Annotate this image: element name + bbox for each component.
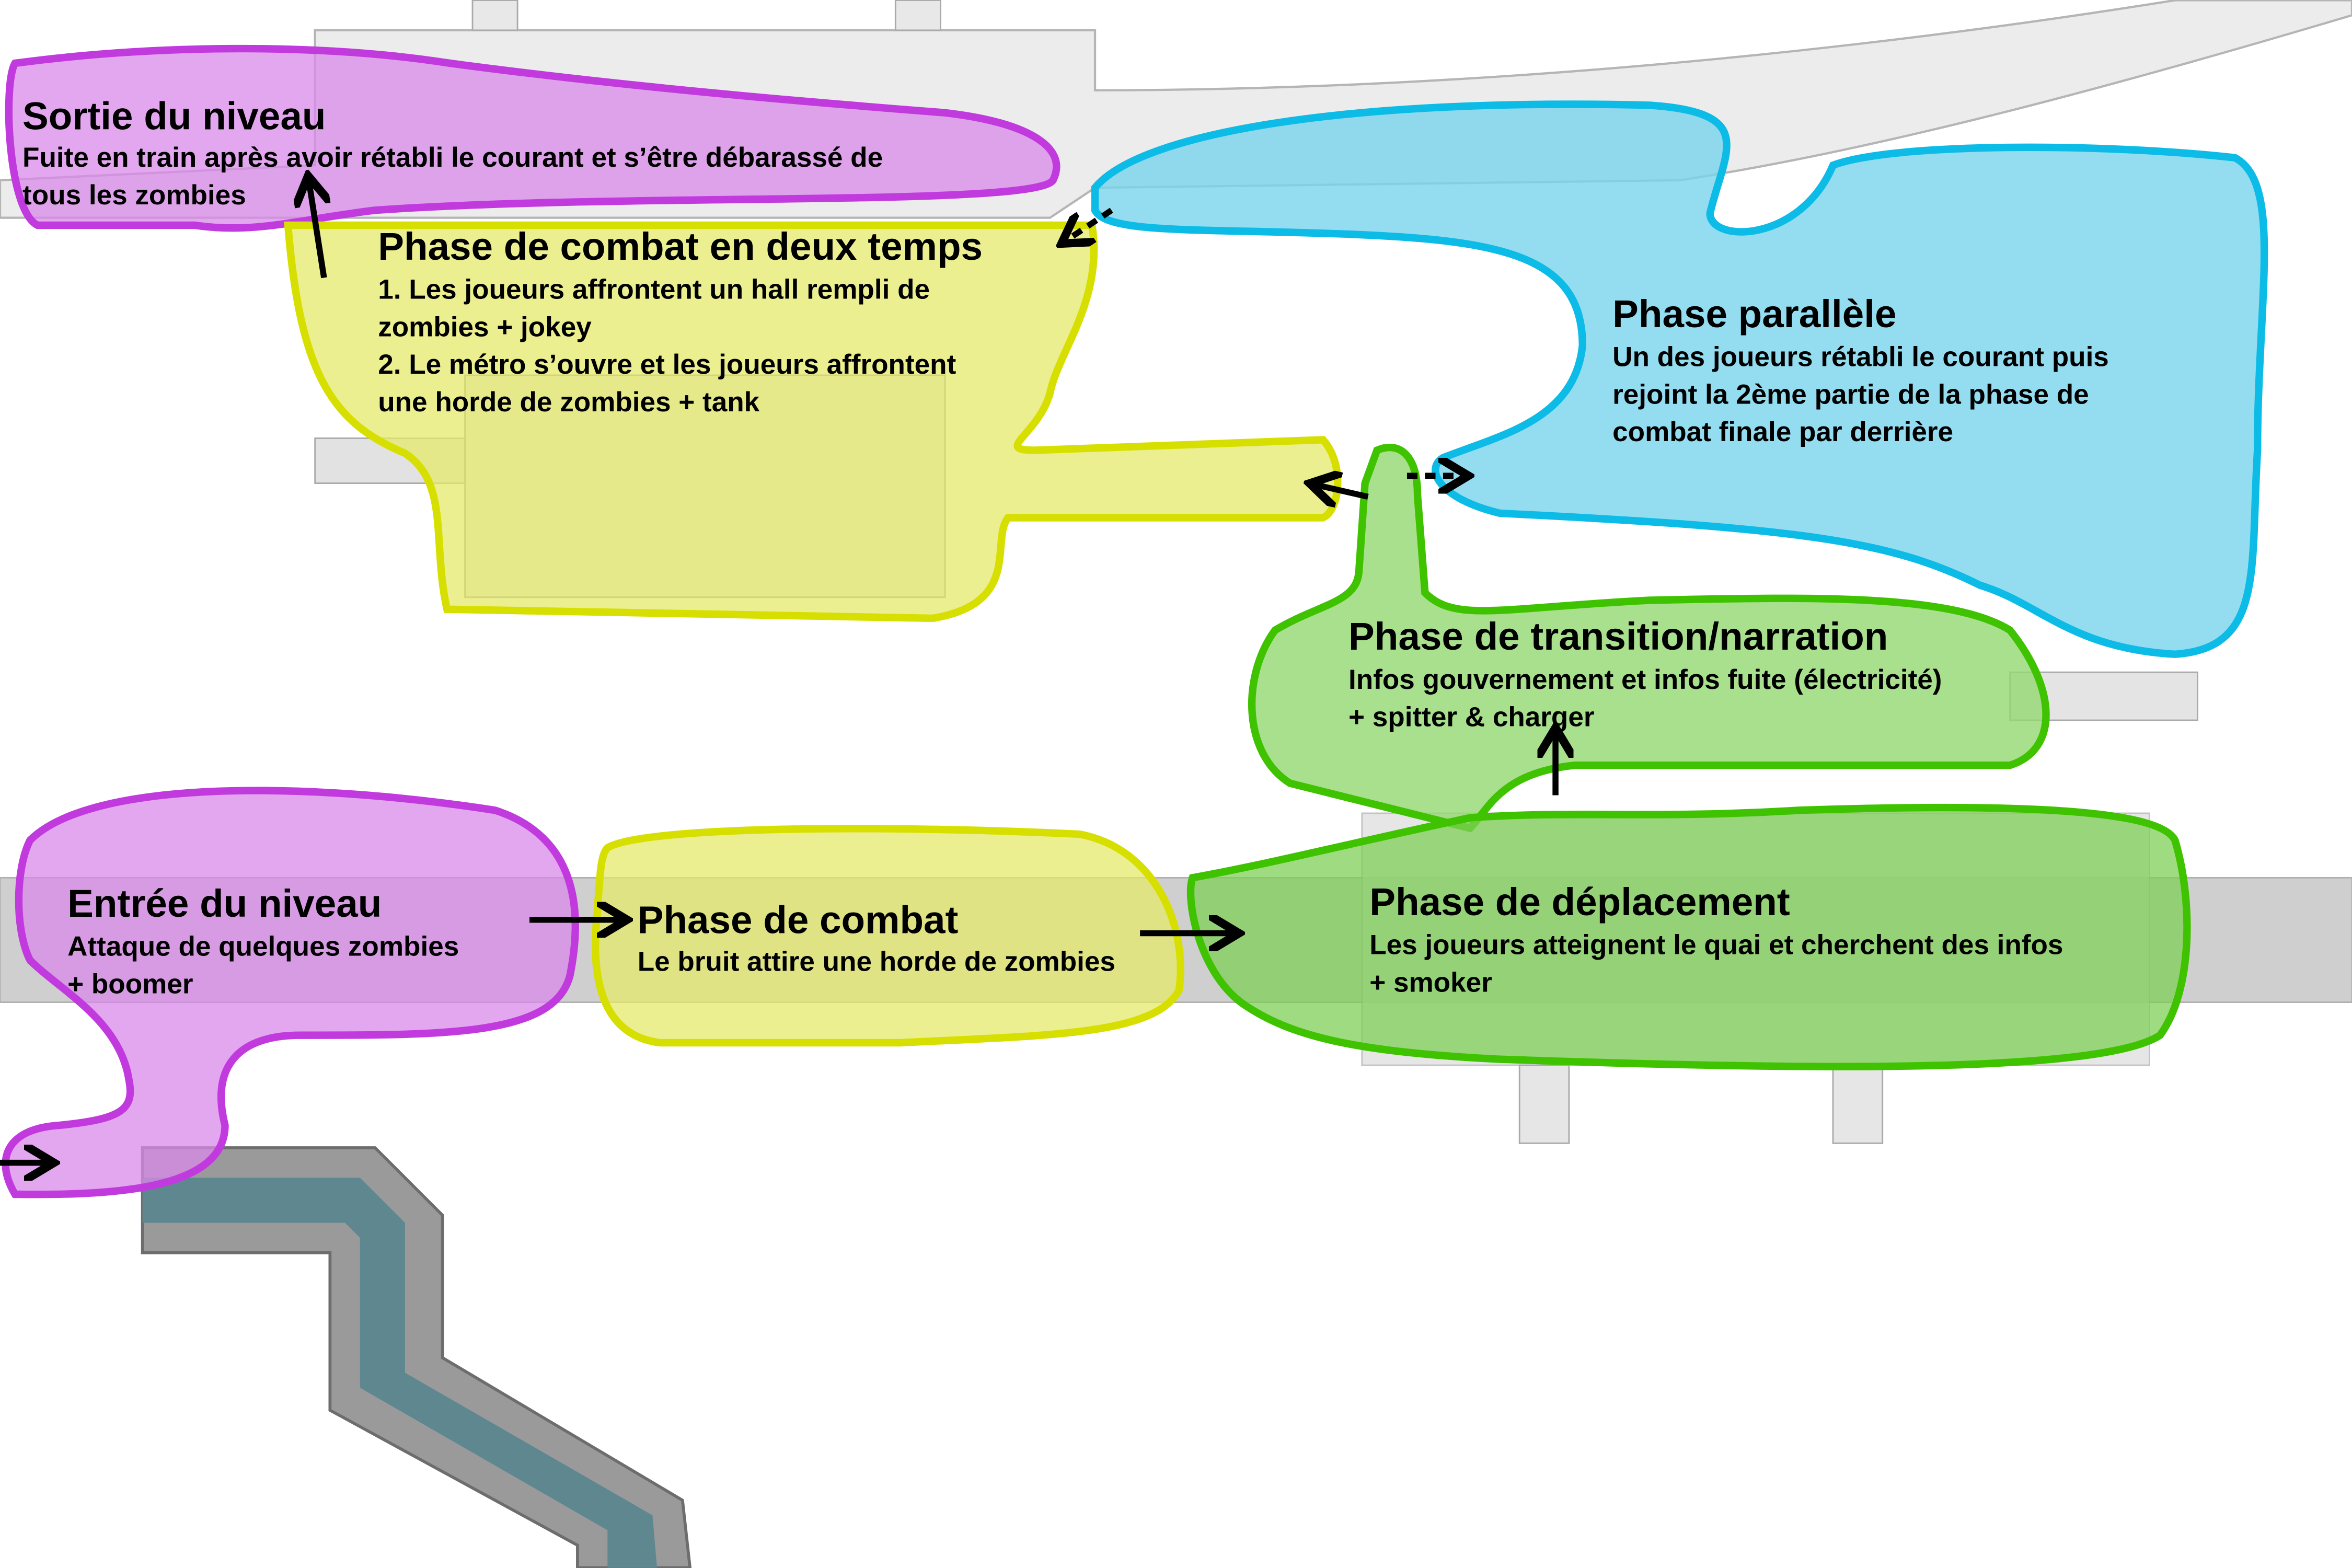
zone-desc-line: Attaque de quelques zombies: [67, 931, 459, 962]
stairs-bottom-1: [1518, 1064, 1570, 1144]
zone-desc-line: une horde de zombies + tank: [378, 387, 759, 418]
zone-desc-line: 1. Les joueurs affrontent un hall rempli…: [378, 274, 930, 305]
zone-desc-line: Le bruit attire une horde de zombies: [638, 946, 1115, 977]
zone-desc-line: zombies + jokey: [378, 312, 592, 342]
stairs-top-2: [894, 0, 941, 31]
zone-desc-line: Infos gouvernement et infos fuite (élect…: [1348, 664, 1942, 695]
arrow-parallel-to-two-step-dashed: [1066, 207, 1113, 240]
zone-title: Entrée du niveau: [67, 881, 382, 925]
stairs-bottom-2: [1832, 1064, 1884, 1144]
label-parallel: Phase parallèle Un des joueurs rétabli l…: [1612, 292, 2109, 447]
zone-desc-line: Fuite en train après avoir rétabli le co…: [22, 142, 883, 173]
zone-movement: [1186, 803, 2191, 1070]
zone-desc-line: 2. Le métro s’ouvre et les joueurs affro…: [378, 349, 956, 380]
zone-desc-line: Un des joueurs rétabli le courant puis: [1612, 342, 2109, 373]
stairs-top-1: [471, 0, 518, 31]
zone-title: Phase de combat: [638, 898, 959, 942]
zone-desc-line: tous les zombies: [22, 180, 246, 211]
sewer-pipe-water: [142, 1178, 658, 1568]
label-movement: Phase de déplacement Les joueurs atteign…: [1369, 880, 2063, 998]
zone-desc-line: + smoker: [1369, 967, 1492, 998]
zone-exit: [5, 44, 1060, 232]
zone-title: Phase de combat en deux temps: [378, 224, 983, 268]
zone-entry: [2, 787, 579, 1198]
zone-desc-line: Les joueurs atteignent le quai et cherch…: [1369, 930, 2063, 961]
label-entry: Entrée du niveau Attaque de quelques zom…: [67, 881, 459, 999]
zone-title: Sortie du niveau: [22, 94, 326, 137]
zone-title: Phase de transition/narration: [1348, 614, 1888, 658]
zone-transition: [1248, 443, 2050, 833]
label-exit: Sortie du niveau Fuite en train après av…: [22, 94, 883, 210]
arrow-transition-to-two-step: [1316, 485, 1369, 497]
zone-combat: [592, 825, 1184, 1047]
zone-title: Phase parallèle: [1612, 292, 1896, 336]
label-combat: Phase de combat Le bruit attire une hord…: [638, 898, 1115, 977]
flow-arrows: [0, 182, 1555, 1163]
zone-desc-line: combat finale par derrière: [1612, 417, 1953, 447]
label-two-step-combat: Phase de combat en deux temps 1. Les jou…: [378, 224, 983, 418]
zone-parallel: [1091, 100, 2268, 658]
arrow-two-step-to-exit: [309, 182, 324, 279]
zone-title: Phase de déplacement: [1369, 880, 1790, 924]
zone-desc-line: rejoint la 2ème partie de la phase de: [1612, 379, 2089, 410]
label-transition: Phase de transition/narration Infos gouv…: [1348, 614, 1942, 732]
zone-desc-line: + boomer: [67, 969, 193, 999]
zone-two-step-combat: [284, 221, 1342, 622]
zone-desc-line: + spitter & charger: [1348, 702, 1595, 733]
